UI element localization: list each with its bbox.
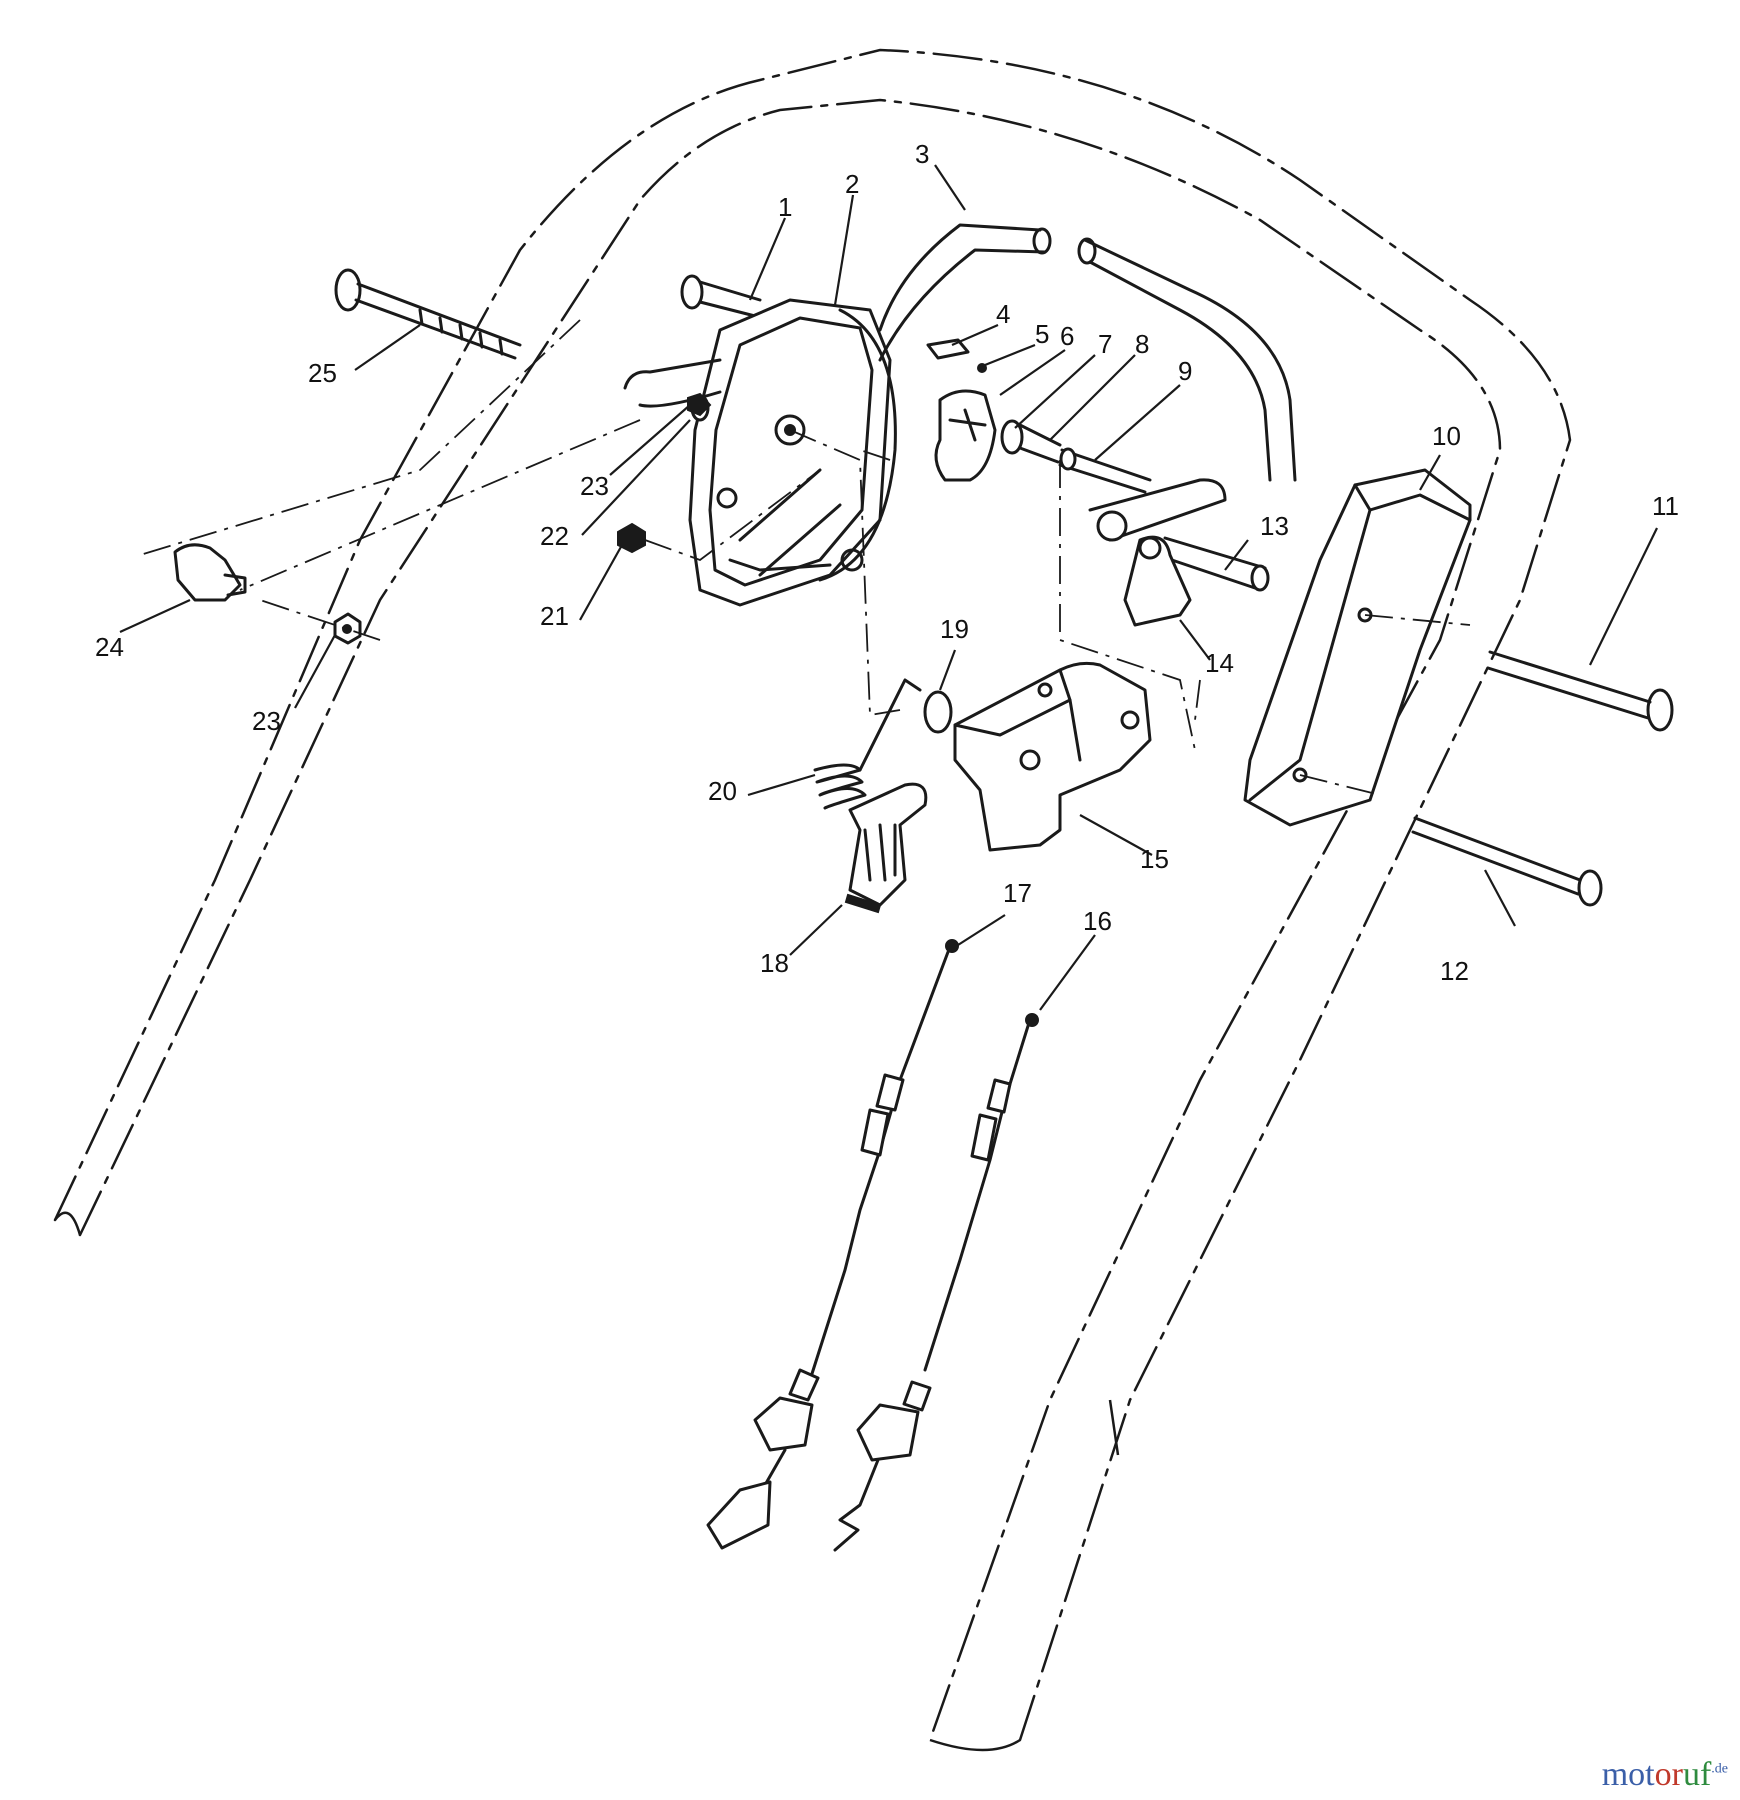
part-9-shaft — [1058, 447, 1152, 494]
part-7-spacer — [1000, 419, 1024, 455]
callout-11: 11 — [1652, 491, 1679, 521]
callout-25: 25 — [308, 358, 337, 388]
leader-lines — [119, 164, 1658, 1011]
watermark-logo: motoruf.de — [1601, 1756, 1728, 1793]
part-5-washer — [977, 363, 987, 373]
part-3-bail — [878, 223, 1297, 482]
callout-9: 9 — [1178, 356, 1192, 386]
callout-10: 10 — [1432, 421, 1461, 451]
callout-15: 15 — [1140, 844, 1169, 874]
callout-19: 19 — [940, 614, 969, 644]
callout-2: 2 — [845, 169, 859, 199]
part-18-lever — [844, 782, 928, 914]
part-20-spring — [813, 678, 922, 810]
part-1-bolt — [680, 274, 762, 318]
part-11-bolt — [1486, 650, 1674, 732]
callout-17: 17 — [1003, 878, 1032, 908]
handle-frame — [53, 48, 1572, 1752]
part-19-washer — [923, 690, 953, 734]
part-12-bolt — [1411, 816, 1603, 907]
callout-16: 16 — [1083, 906, 1112, 936]
part-15-bracket — [953, 661, 1152, 852]
callout-14: 14 — [1205, 648, 1234, 678]
callout-22: 22 — [540, 521, 569, 551]
part-24-knob — [173, 543, 247, 602]
part-8-pin — [1018, 423, 1062, 464]
assembly-lines — [139, 319, 1471, 796]
part-4-key — [926, 338, 970, 360]
part-6-cam — [934, 389, 997, 482]
callout-3: 3 — [915, 139, 929, 169]
callout-7: 7 — [1098, 329, 1112, 359]
callout-18: 18 — [760, 948, 789, 978]
part-14-lever — [1088, 478, 1227, 627]
callout-labels: 1 2 3 4 5 6 7 8 9 10 11 12 13 14 15 16 1… — [95, 139, 1679, 986]
callout-20: 20 — [708, 776, 737, 806]
callout-4: 4 — [996, 299, 1010, 329]
callout-1: 1 — [778, 192, 792, 222]
part-13-pin — [1158, 536, 1270, 592]
callout-21: 21 — [540, 601, 569, 631]
part-25-carriage-bolt — [334, 268, 522, 360]
part-23-nut-lower — [333, 612, 362, 645]
part-10-cover — [1243, 468, 1472, 827]
callout-23-upper: 23 — [580, 471, 609, 501]
callout-5: 5 — [1035, 319, 1049, 349]
callout-6: 6 — [1060, 321, 1074, 351]
part-17-cable — [706, 939, 959, 1550]
callout-13: 13 — [1260, 511, 1289, 541]
callout-12: 12 — [1440, 956, 1469, 986]
part-2-control-housing — [623, 298, 897, 607]
part-16-cable — [833, 1013, 1039, 1552]
part-21-nut — [617, 522, 646, 554]
callout-24: 24 — [95, 632, 124, 662]
callout-23-lower: 23 — [252, 706, 281, 736]
callout-8: 8 — [1135, 329, 1149, 359]
